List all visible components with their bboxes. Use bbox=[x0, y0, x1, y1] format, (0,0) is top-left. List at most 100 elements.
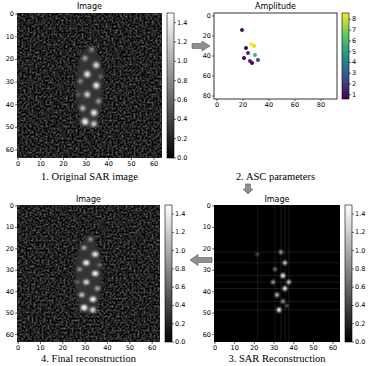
colorbar-label: 1 bbox=[352, 91, 356, 99]
tick-label: 60 bbox=[203, 72, 211, 80]
tick-label: 60 bbox=[6, 331, 14, 339]
tick-mark bbox=[63, 158, 64, 160]
tick-mark bbox=[349, 30, 351, 31]
panel-caption: 4. Final reconstruction bbox=[41, 353, 136, 365]
tick-mark bbox=[349, 40, 351, 41]
tick-mark bbox=[217, 99, 218, 101]
tick-label: 10 bbox=[203, 223, 211, 231]
tick-label: 60 bbox=[291, 101, 299, 109]
colorbar-label: 5 bbox=[352, 48, 356, 56]
target-image bbox=[75, 237, 102, 314]
tick-mark bbox=[212, 96, 214, 97]
tick-label: 20 bbox=[203, 245, 211, 253]
tick-mark bbox=[154, 158, 155, 160]
tick-label: 40 bbox=[6, 101, 14, 109]
colorbar-label: 1.2 bbox=[175, 228, 185, 236]
tick-mark bbox=[15, 14, 17, 15]
tick-label: 20 bbox=[203, 32, 211, 40]
point-response bbox=[279, 250, 283, 254]
flow-arrow bbox=[190, 255, 212, 266]
colorbar-label: 0.6 bbox=[177, 96, 187, 104]
tick-label: 40 bbox=[265, 101, 273, 109]
tick-mark bbox=[174, 42, 176, 43]
sidelobe bbox=[214, 301, 340, 302]
tick-mark bbox=[15, 127, 17, 128]
tick-mark bbox=[212, 227, 214, 228]
tick-mark bbox=[295, 99, 296, 101]
target-image bbox=[76, 47, 103, 129]
tick-mark bbox=[15, 227, 17, 228]
sidelobe bbox=[275, 205, 276, 342]
tick-mark bbox=[293, 342, 294, 344]
tick-mark bbox=[349, 51, 351, 52]
tick-label: 0 bbox=[10, 202, 14, 210]
point-response bbox=[285, 304, 288, 307]
tick-mark bbox=[174, 22, 176, 23]
point-response bbox=[275, 293, 279, 297]
asc-point bbox=[246, 51, 250, 55]
image-panel: Image3. SAR Reconstruction bbox=[212, 194, 370, 365]
tick-label: 0 bbox=[16, 160, 20, 168]
colorbar-label: 0.6 bbox=[175, 283, 185, 291]
point-response bbox=[277, 308, 281, 313]
tick-mark bbox=[131, 158, 132, 160]
tick-mark bbox=[15, 150, 17, 151]
tick-label: 40 bbox=[203, 288, 211, 296]
tick-mark bbox=[172, 268, 174, 269]
tick-mark bbox=[174, 100, 176, 101]
tick-mark bbox=[349, 83, 351, 84]
colorbar-label: 3 bbox=[352, 69, 356, 77]
tick-mark bbox=[254, 342, 255, 344]
tick-label: 80 bbox=[203, 92, 211, 100]
panel-caption: 2. ASC parameters bbox=[236, 171, 315, 183]
tick-mark bbox=[172, 232, 174, 233]
colorbar-label: 4 bbox=[352, 58, 356, 66]
colorbar bbox=[342, 13, 349, 99]
tick-mark bbox=[352, 232, 354, 233]
tick-label: 30 bbox=[270, 344, 278, 352]
colorbar bbox=[345, 205, 352, 342]
tick-mark bbox=[172, 250, 174, 251]
tick-mark bbox=[352, 342, 354, 343]
reconstruction bbox=[214, 205, 340, 342]
point-response bbox=[283, 286, 287, 291]
flow-arrow bbox=[243, 184, 253, 194]
tick-mark bbox=[15, 82, 17, 83]
panel-caption: 1. Original SAR image bbox=[41, 171, 138, 183]
colorbar-label: 0.0 bbox=[177, 154, 187, 162]
tick-label: 60 bbox=[6, 146, 14, 154]
tick-mark bbox=[212, 291, 214, 292]
tick-mark bbox=[172, 323, 174, 324]
tick-mark bbox=[212, 56, 214, 57]
tick-label: 10 bbox=[36, 344, 44, 352]
colorbar-label: 0.0 bbox=[355, 338, 365, 346]
tick-label: 80 bbox=[317, 101, 325, 109]
colorbar-label: 0.0 bbox=[175, 338, 185, 346]
asc-point bbox=[253, 53, 257, 57]
tick-mark bbox=[352, 268, 354, 269]
tick-mark bbox=[40, 158, 41, 160]
sar-image bbox=[214, 205, 340, 342]
colorbar-label: 1.2 bbox=[177, 38, 187, 46]
tick-mark bbox=[18, 158, 19, 160]
tick-mark bbox=[174, 158, 176, 159]
image-panel: Image4. Final reconstruction bbox=[2, 194, 190, 365]
tick-mark bbox=[212, 76, 214, 77]
panel-title: Amplitude bbox=[255, 2, 296, 12]
tick-label: 30 bbox=[82, 160, 90, 168]
tick-mark bbox=[321, 99, 322, 101]
tick-mark bbox=[172, 305, 174, 306]
tick-mark bbox=[152, 342, 153, 344]
tick-mark bbox=[349, 73, 351, 74]
tick-label: 10 bbox=[6, 223, 14, 231]
sidelobes bbox=[214, 205, 340, 342]
speckle-noise bbox=[17, 205, 160, 342]
tick-label: 50 bbox=[203, 309, 211, 317]
colorbar-label: 0.8 bbox=[355, 265, 365, 273]
colorbar-label: 7 bbox=[352, 26, 356, 34]
panel-title: Image bbox=[264, 195, 289, 205]
tick-mark bbox=[352, 250, 354, 251]
tick-label: 0 bbox=[207, 12, 211, 20]
colorbar-label: 1.4 bbox=[177, 19, 187, 27]
